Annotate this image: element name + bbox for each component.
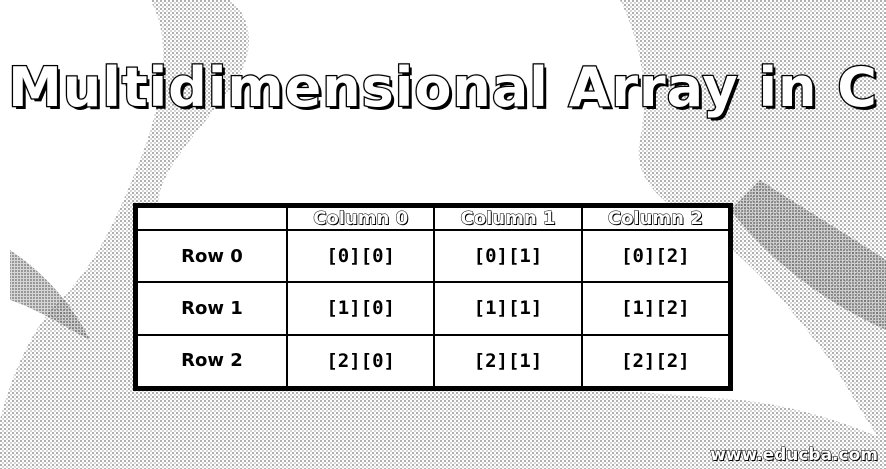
- table-row: Row 1 [1][0] [1][1] [1][2]: [136, 281, 731, 336]
- array-cell: [2][1]: [433, 333, 583, 389]
- array-cell: [0][1]: [433, 228, 583, 284]
- left-figure-shape: [0, 0, 249, 469]
- array-cell: [1][1]: [433, 281, 583, 336]
- array-cell: [1][0]: [285, 281, 436, 336]
- left-arm-shape: [10, 250, 90, 340]
- array-cell: [2][0]: [285, 333, 436, 389]
- column-header-0: Column 0: [285, 206, 436, 231]
- table-header-row: Column 0 Column 1 Column 2: [136, 206, 731, 231]
- site-credit: www.educba.com: [710, 445, 879, 466]
- floor-shape: [80, 379, 886, 469]
- array-cell: [0][0]: [285, 228, 436, 284]
- array-cell: [1][2]: [580, 281, 731, 336]
- column-header-2: Column 2: [580, 206, 731, 231]
- row-header-2: Row 2: [136, 333, 288, 389]
- right-arm-shape: [730, 180, 886, 330]
- array-cell: [2][2]: [580, 333, 731, 389]
- array-table: Column 0 Column 1 Column 2 Row 0 [0][0] …: [136, 206, 731, 389]
- corner-cell: [136, 206, 288, 231]
- array-cell: [0][2]: [580, 228, 731, 284]
- row-header-1: Row 1: [136, 281, 288, 336]
- array-table-container: Column 0 Column 1 Column 2 Row 0 [0][0] …: [133, 203, 733, 391]
- row-header-0: Row 0: [136, 228, 288, 284]
- column-header-1: Column 1: [433, 206, 583, 231]
- page-title: Multidimensional Array in C: [7, 55, 878, 121]
- table-row: Row 0 [0][0] [0][1] [0][2]: [136, 228, 731, 284]
- table-row: Row 2 [2][0] [2][1] [2][2]: [136, 333, 731, 389]
